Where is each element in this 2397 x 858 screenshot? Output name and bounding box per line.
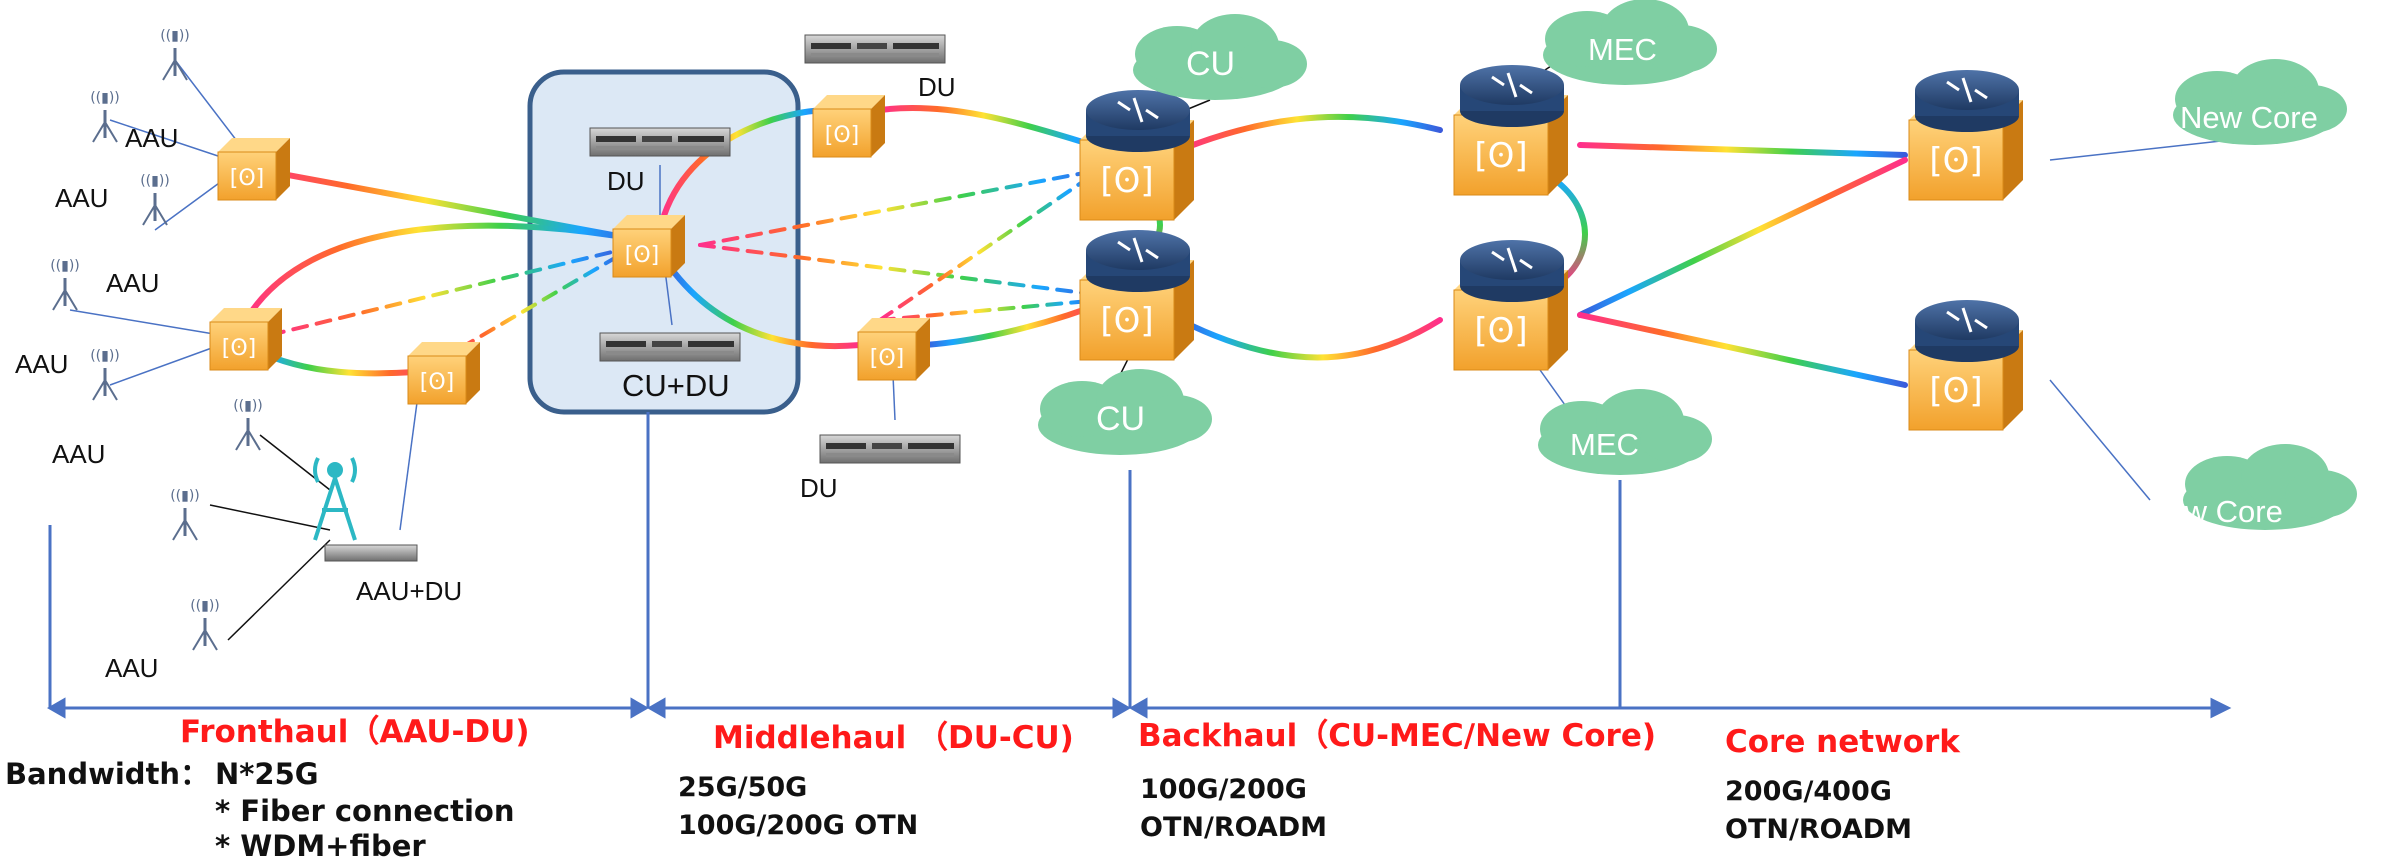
mec-cloud-label-top: MEC bbox=[1588, 32, 1657, 67]
cu-router-2 bbox=[1078, 228, 1196, 362]
middlehaul-spec: 25G/50G bbox=[678, 772, 807, 803]
aau-label: AAU bbox=[55, 183, 108, 213]
backhaul-spec: OTN/ROADM bbox=[1140, 812, 1327, 843]
cu-du-server bbox=[599, 332, 741, 362]
aau-label: AAU bbox=[52, 439, 105, 469]
access-switch-1 bbox=[217, 137, 291, 201]
cu-cloud-label-top: CU bbox=[1186, 45, 1235, 83]
antenna-icon bbox=[88, 88, 122, 144]
du-switch-bottom bbox=[857, 317, 931, 381]
dashed-mid-2 bbox=[698, 243, 1102, 297]
middlehaul-spec: 100G/200G OTN bbox=[678, 810, 918, 841]
backhaul-title: Backhaul（CU-MEC/New Core) bbox=[1138, 718, 1656, 754]
mid-ring-top2 bbox=[877, 105, 1113, 153]
section-axis bbox=[46, 412, 2232, 719]
mec-router-2 bbox=[1452, 238, 1570, 372]
aggregation-switch-du bbox=[612, 214, 686, 278]
du-label-box: DU bbox=[607, 166, 645, 196]
access-switch-3 bbox=[407, 341, 481, 405]
new-core-cloud-label-bottom: New Core bbox=[2145, 494, 2283, 529]
core-router-1 bbox=[1907, 68, 2025, 202]
antenna-icon bbox=[188, 596, 222, 652]
dashed-mid-1 bbox=[698, 168, 1102, 247]
backhaul-ring-bottom bbox=[1177, 317, 1443, 361]
du-label-top: DU bbox=[918, 72, 956, 102]
backhaul-ring-top bbox=[1177, 113, 1443, 153]
aau-label: AAU bbox=[15, 349, 68, 379]
middlehaul-title: Middlehaul （DU-CU) bbox=[713, 720, 1074, 756]
fronthaul-spec: N*25G bbox=[215, 757, 319, 791]
fronthaul-title: Fronthaul（AAU-DU) bbox=[180, 714, 530, 750]
dashed-mid-3 bbox=[878, 168, 1102, 322]
aau-label: AAU bbox=[125, 123, 178, 153]
cu-router-1 bbox=[1078, 88, 1196, 222]
antenna-icon bbox=[48, 256, 82, 312]
aau-label: AAU bbox=[106, 268, 159, 298]
tower-icon bbox=[313, 457, 357, 541]
antenna-icon bbox=[88, 346, 122, 402]
antenna-icon bbox=[138, 171, 172, 227]
core-link-3 bbox=[1577, 312, 1908, 388]
du-label-bottom: DU bbox=[800, 473, 838, 503]
aau-du-server bbox=[324, 544, 418, 562]
mid-ring-top bbox=[657, 107, 833, 233]
cu-cloud-label-bottom: CU bbox=[1096, 400, 1145, 438]
aau-du-label: AAU+DU bbox=[356, 576, 462, 606]
fiber-links bbox=[235, 105, 1968, 388]
access-switch-2 bbox=[209, 307, 283, 371]
bandwidth-label: Bandwidth： bbox=[5, 757, 209, 791]
aau-label: AAU bbox=[105, 653, 158, 683]
core-link-2 bbox=[1577, 157, 1908, 318]
du-server-bottom bbox=[819, 434, 961, 464]
mec-cloud-label-bottom: MEC bbox=[1570, 427, 1639, 462]
mec-router-1 bbox=[1452, 63, 1570, 197]
fronthaul-spec: * Fiber connection bbox=[215, 794, 514, 828]
core-router-2 bbox=[1907, 298, 2025, 432]
antenna-icon bbox=[168, 486, 202, 542]
core-network-title: Core network bbox=[1725, 724, 1961, 760]
cu-du-label: CU+DU bbox=[622, 368, 730, 403]
new-core-cloud-label-top: New Core bbox=[2180, 100, 2318, 135]
antenna-icon bbox=[158, 26, 192, 82]
mid-ring-bottom bbox=[662, 257, 863, 350]
du-server-box bbox=[589, 127, 731, 157]
dashed-mid-4 bbox=[878, 298, 1102, 322]
du-server-top bbox=[804, 34, 946, 64]
du-switch-top bbox=[812, 94, 886, 158]
antenna-icon bbox=[231, 396, 265, 452]
core-link-1 bbox=[1577, 142, 1908, 158]
fronthaul-spec: * WDM+fiber bbox=[215, 829, 426, 858]
core-spec: 200G/400G bbox=[1725, 776, 1892, 807]
access-link-top bbox=[247, 165, 643, 243]
backhaul-spec: 100G/200G bbox=[1140, 774, 1307, 805]
core-spec: OTN/ROADM bbox=[1725, 814, 1912, 845]
dashed-access-1 bbox=[268, 248, 622, 337]
